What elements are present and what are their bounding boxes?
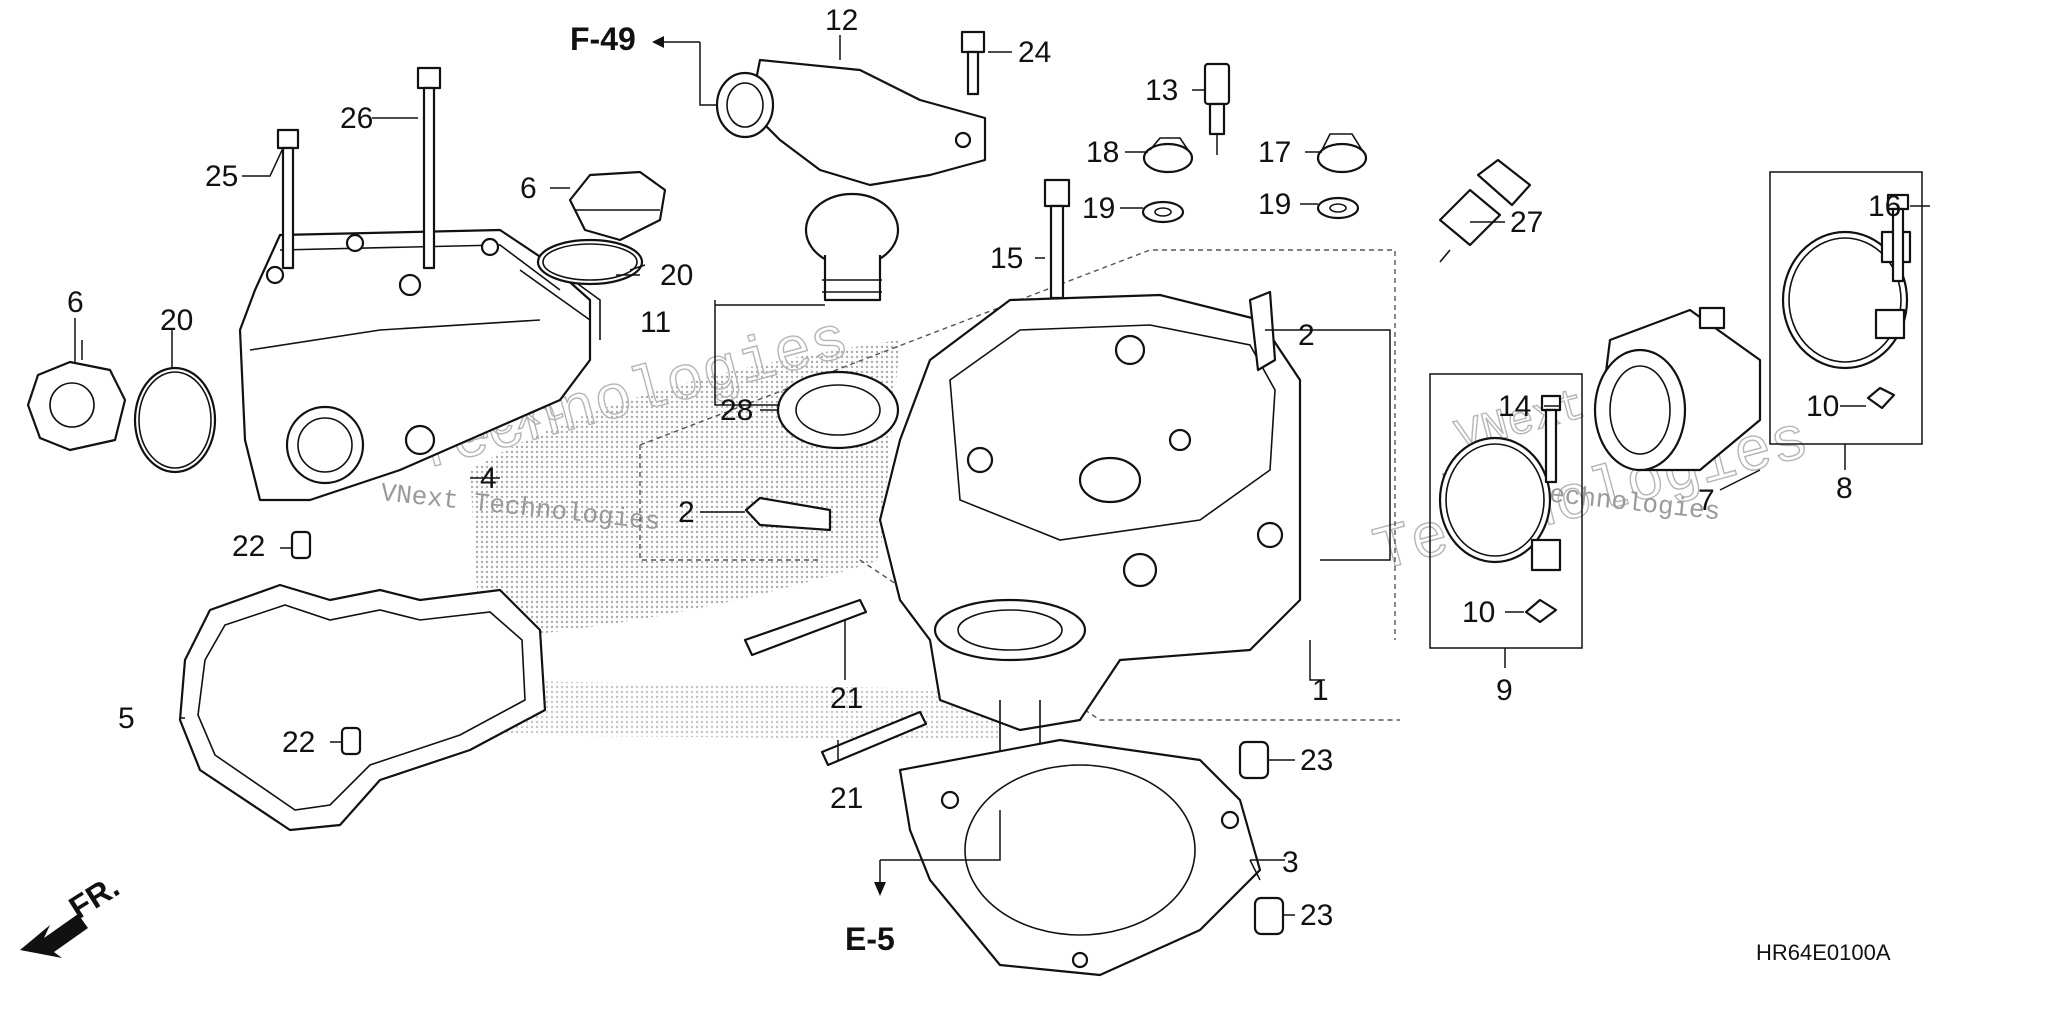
filler-cap-left [26,360,127,452]
callout-3: 3 [1282,846,1299,879]
callout-20a: 20 [160,304,193,337]
callout-5: 5 [118,702,135,735]
cylinder-head-cover [238,228,601,502]
callout-23a: 23 [1300,744,1333,777]
callout-8: 8 [1836,472,1853,505]
callout-21a: 21 [830,682,863,715]
valve-guide-2a [1248,290,1277,372]
bolt-15 [1043,178,1071,300]
callout-12: 12 [825,4,858,37]
callout-2a: 2 [1298,319,1315,352]
water-outlet [715,58,987,187]
callout-14: 14 [1498,390,1531,423]
callout-10b: 10 [1462,596,1495,629]
callout-19b: 19 [1258,188,1291,221]
dowel-22b [340,726,362,756]
stud-bolt-21b [820,710,928,767]
o-ring-top [536,238,644,286]
callout-27: 27 [1510,206,1543,239]
valve-guide-2b [744,496,832,532]
callout-18: 18 [1086,136,1119,169]
o-ring-left [133,366,217,474]
reference-f49: F-49 [570,21,636,57]
callout-6b: 6 [520,172,537,205]
callout-labels: 1 2 2 3 4 5 6 6 7 8 9 10 10 11 12 13 14 … [67,4,1901,932]
cap-18 [1142,137,1194,174]
callout-22a: 22 [232,530,265,563]
washer-19a [1141,200,1185,224]
callout-19a: 19 [1082,192,1115,225]
callout-leaders [74,35,1930,916]
callout-4: 4 [480,462,497,495]
drawing-code: HR64E0100A [1756,940,1891,965]
callout-28: 28 [720,394,753,427]
bolt-25 [276,128,300,270]
callout-26: 26 [340,102,373,135]
filler-cap-top [568,170,667,242]
callout-20b: 20 [660,259,693,292]
callout-11: 11 [640,306,671,339]
callout-25: 25 [205,160,238,193]
exploded-view-guides [639,249,1400,721]
callout-1: 1 [1312,674,1329,707]
front-arrow-icon: FR. [20,868,125,958]
head-cover-gasket [178,583,547,832]
band-9-group [1429,373,1583,649]
cylinder-head [878,293,1302,780]
callout-22b: 22 [282,726,315,759]
washer-19b [1316,196,1360,220]
bolt-26 [416,66,442,270]
insulator [1593,306,1762,472]
callout-21b: 21 [830,782,863,815]
spark-plug [1438,158,1532,263]
dowel-23a [1238,740,1270,780]
reference-arrows [652,36,886,896]
band-8-group [1769,171,1923,445]
callout-24: 24 [1018,36,1051,69]
callout-7: 7 [1698,484,1715,517]
callout-15: 15 [990,242,1023,275]
callout-9: 9 [1496,674,1513,707]
cap-17 [1316,133,1368,174]
callout-13: 13 [1145,74,1178,107]
front-label: FR. [63,868,126,926]
dowel-22a [290,530,312,560]
bolt-24 [960,30,986,96]
thermostat [804,192,900,302]
callout-23b: 23 [1300,899,1333,932]
temperature-sensor [1203,62,1231,155]
callout-6a: 6 [67,286,84,319]
callout-10a: 10 [1806,390,1839,423]
thermostat-seal [776,370,900,450]
callout-2b: 2 [678,496,695,529]
reference-e5: E-5 [845,921,895,957]
cylinder-head-gasket [898,738,1262,977]
stud-bolt-21a [743,598,868,657]
callout-16: 16 [1868,190,1901,223]
callout-17: 17 [1258,136,1291,169]
dowel-23b [1253,896,1285,936]
